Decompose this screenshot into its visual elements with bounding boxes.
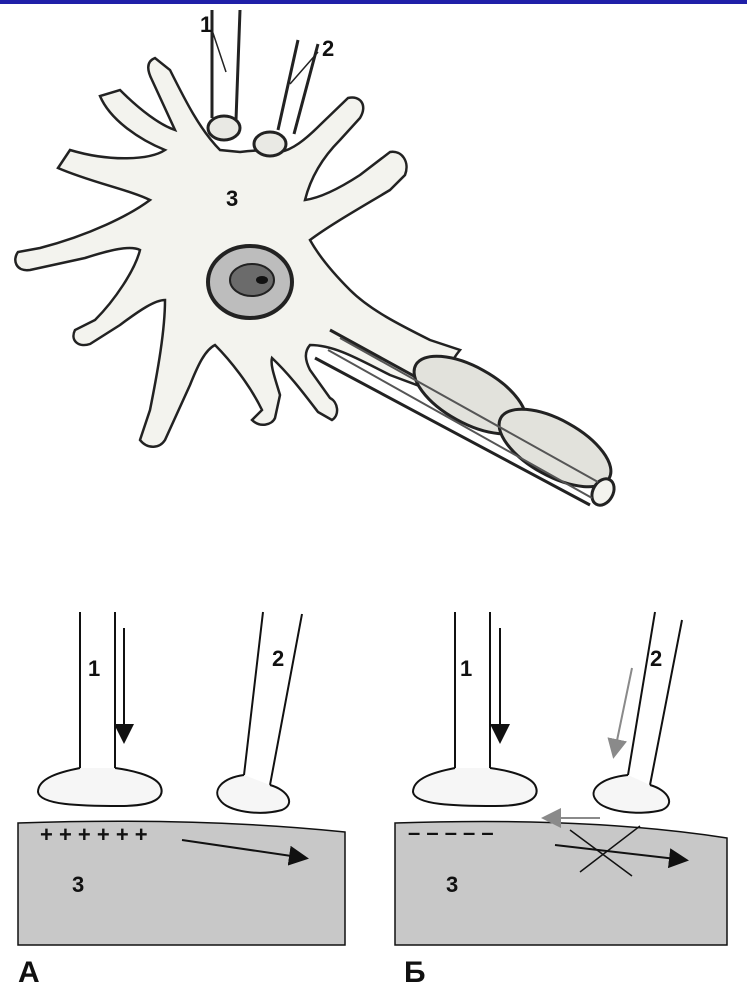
panel-b-label-1: 1 — [460, 656, 472, 681]
terminal-1-a — [38, 768, 162, 806]
terminal-1-b — [413, 768, 537, 806]
neuron-label-axon-2: 2 — [322, 36, 334, 61]
impulse-arrow-2-b — [614, 668, 632, 755]
presynaptic-axon-1 — [208, 10, 240, 140]
neuron-label-axon-1: 1 — [200, 12, 212, 37]
neuron-illustration: 1 2 3 — [15, 10, 623, 509]
panel-a-charge-signs: + + + + + + — [40, 822, 148, 847]
panel-b-label-3: 3 — [446, 872, 458, 897]
terminal-2-a — [217, 775, 289, 813]
panel-a-label-3: 3 — [72, 872, 84, 897]
panel-b-charge-signs: – – – – – — [408, 820, 494, 845]
panel-b: 1 2 – – – – – 3 Б — [395, 612, 727, 989]
panel-a-letter: А — [18, 956, 40, 989]
panel-b-label-2: 2 — [650, 646, 662, 671]
neuron-label-soma: 3 — [226, 186, 238, 211]
panel-a-label-2: 2 — [272, 646, 284, 671]
panel-a: 1 2 + + + + + + 3 А — [18, 612, 345, 989]
panel-a-label-1: 1 — [88, 656, 100, 681]
panel-b-letter: Б — [404, 956, 426, 989]
terminal-2-b — [594, 775, 670, 813]
